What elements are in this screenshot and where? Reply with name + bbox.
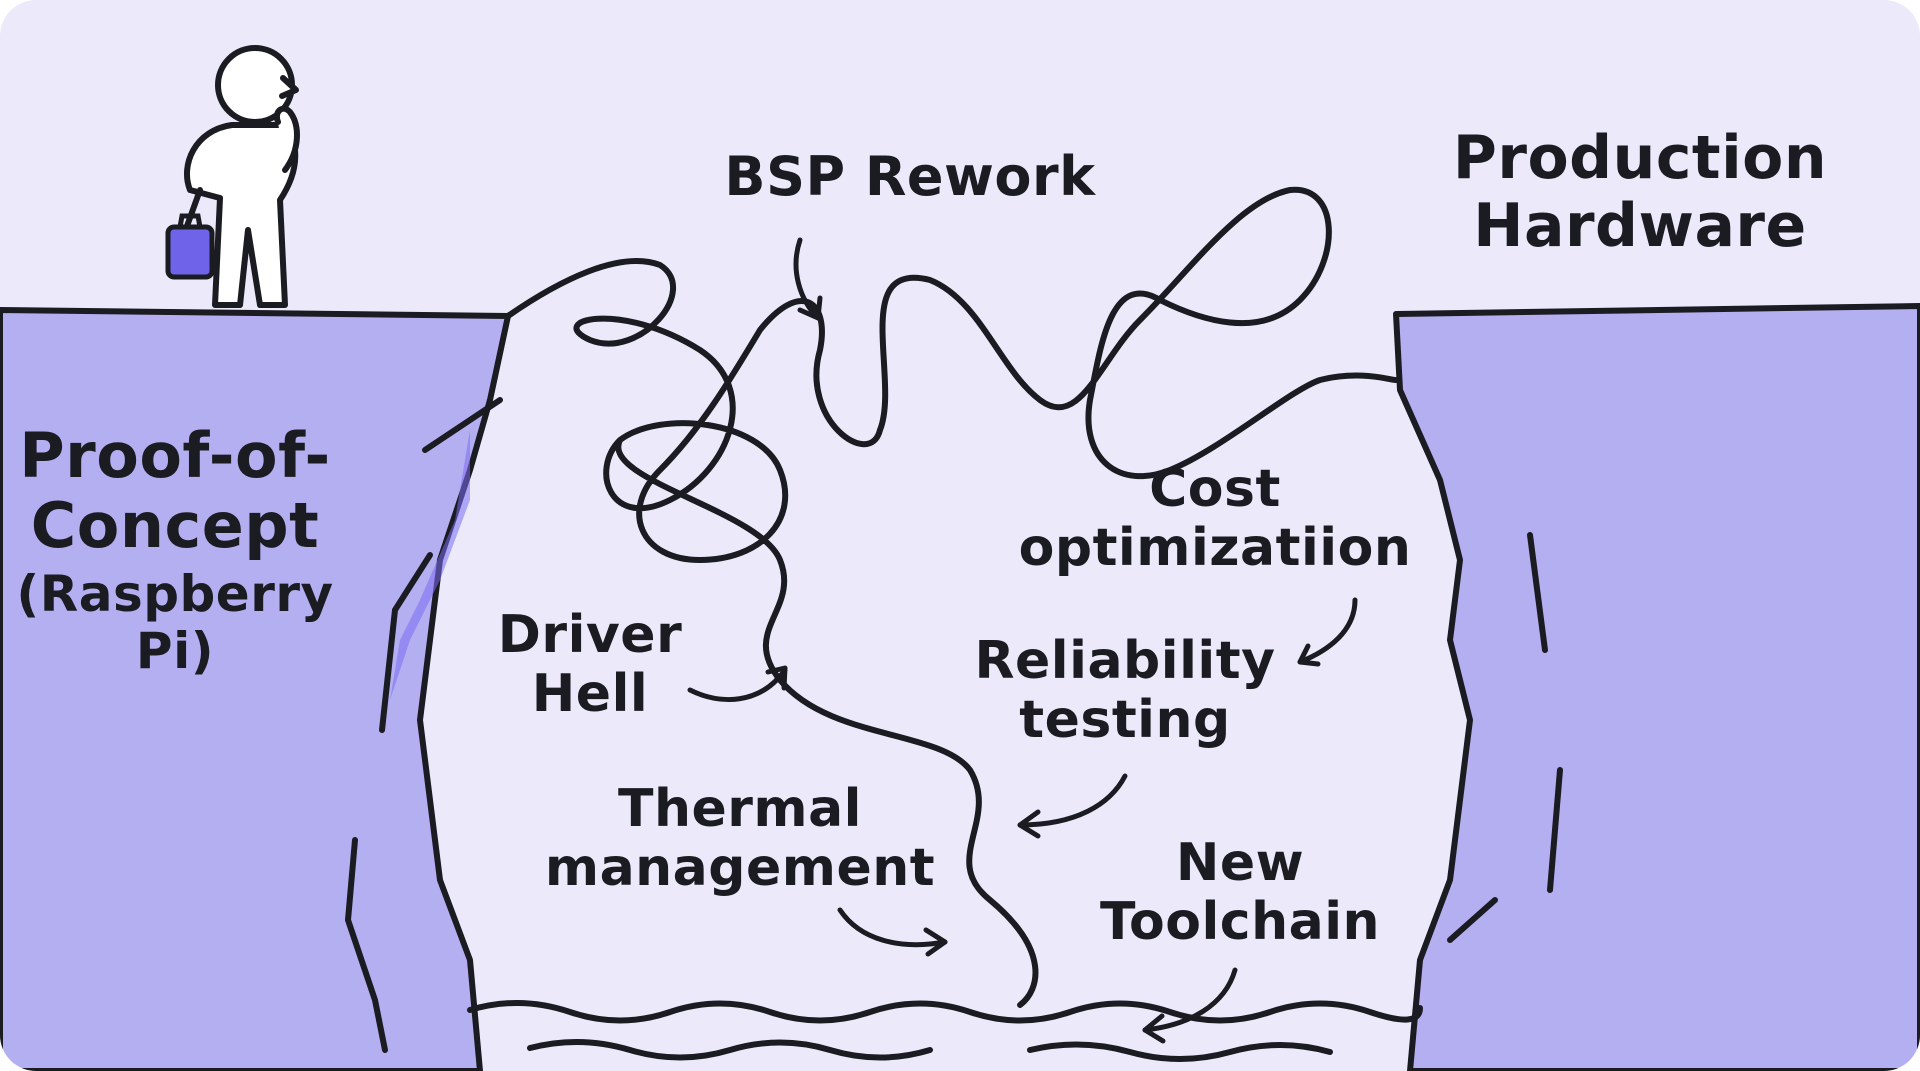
label-driver-hell: Driver Hell [497,605,683,725]
label-cost-optimization: Cost optimizatiion [1018,459,1412,579]
water-wave [1027,1041,1333,1062]
right-cliff [1393,303,1920,1071]
thinking-person-icon [179,45,300,308]
left-cliff-crack [344,837,388,1053]
arrow-toolchain [1142,967,1238,1044]
label-proof-of-concept-title: Proof-of- Concept [19,418,331,563]
tangled-path [505,186,1399,1008]
right-cliff-crack [1527,532,1548,653]
left-cliff-crack [422,397,503,453]
right-cliff-crack [1447,897,1498,943]
label-proof-of-concept: Proof-of- Concept (Raspberry Pi) [0,350,350,751]
arrow-bsp [793,237,823,321]
label-bsp-rework: BSP Rework [724,145,1096,208]
briefcase-icon [165,213,215,280]
arrow-reliability [1017,773,1128,839]
arrow-thermal [837,907,948,957]
label-new-toolchain: New Toolchain [1099,833,1381,953]
left-cliff-crack [379,552,433,733]
left-cliff-shadow [390,430,470,700]
label-reliability-testing: Reliability testing [974,631,1276,751]
water-wave [527,1038,933,1061]
water-wave [467,999,1423,1024]
arrow-cost [1297,597,1358,667]
label-thermal-management: Thermal management [544,779,936,899]
right-cliff-crack [1547,767,1563,893]
left-cliff [0,307,511,1071]
arrow-driver [687,665,788,702]
label-proof-of-concept-sub: (Raspberry Pi) [16,565,334,681]
label-production-hardware: Production Hardware [1452,123,1828,262]
